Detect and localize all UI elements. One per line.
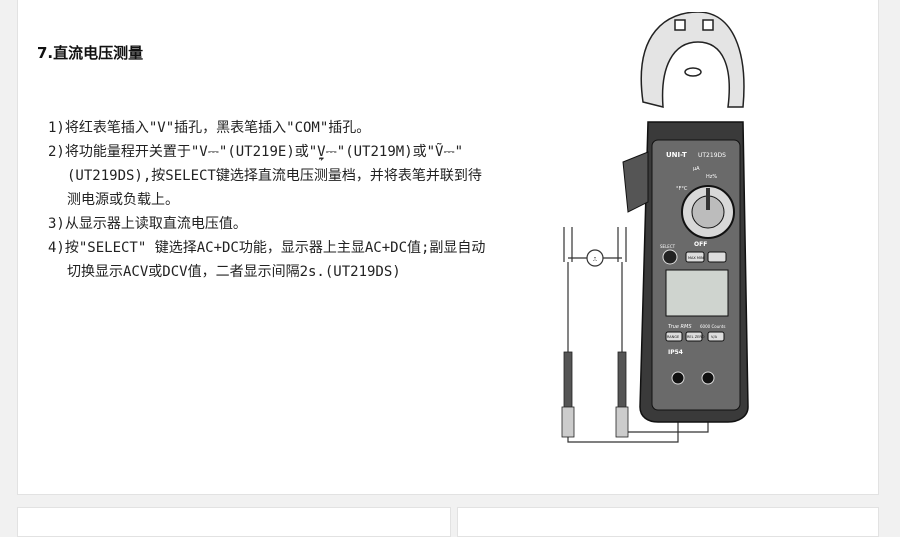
load-symbol — [586, 249, 604, 267]
bottom-right-card — [457, 507, 879, 537]
left-probe — [561, 351, 575, 438]
maxmin-button[interactable] — [685, 251, 705, 263]
step-4: 4)按"SELECT" 键选择AC+DC功能，显示器上主显AC+DC值;副显自动… — [48, 240, 486, 280]
svg-text:True RMS: True RMS — [668, 324, 692, 330]
right-probe — [615, 351, 629, 438]
model-text: UT219DS — [698, 152, 726, 159]
svg-text:IP54: IP54 — [668, 349, 683, 356]
svg-text:6000 Counts: 6000 Counts — [700, 324, 725, 329]
svg-text:°F°C: °F°C — [676, 186, 688, 192]
brand-text: UNI-T — [666, 151, 687, 159]
range-button[interactable] — [665, 331, 683, 342]
svg-text:Hz%: Hz% — [706, 174, 717, 180]
svg-text:RANGE: RANGE — [667, 335, 679, 339]
svg-text:⎍: ⎍ — [593, 256, 598, 263]
select-button[interactable] — [662, 249, 678, 265]
svg-text:MAX MIN: MAX MIN — [688, 256, 704, 260]
clamp-meter-diagram: ⎍ UNI-T UT219DS Hz% °F°C μA OFF SELECT — [561, 12, 749, 443]
svg-text:μA: μA — [693, 166, 700, 172]
step-list: 1)将红表笔插入"V"插孔，黑表笔插入"COM"插孔。 2)将功能量程开关置于"… — [48, 116, 488, 284]
bottom-left-card — [17, 507, 451, 537]
step-2: 2)将功能量程开关置于"V⎓"(UT219E)或"V̰̤̩⎓"(UT219M)或… — [48, 144, 482, 208]
section-title: 7.直流电压测量 — [37, 44, 144, 62]
rel-button[interactable] — [685, 331, 703, 342]
svg-text:SELECT: SELECT — [660, 244, 676, 249]
clamp-jaws — [640, 12, 745, 108]
meter-body: UNI-T UT219DS Hz% °F°C μA OFF SELECT MAX… — [622, 121, 749, 423]
lcd-display — [665, 269, 729, 317]
step-1: 1)将红表笔插入"V"插孔，黑表笔插入"COM"插孔。 — [48, 120, 371, 136]
step-3: 3)从显示器上读取直流电压值。 — [48, 216, 247, 232]
va-button[interactable] — [707, 331, 725, 342]
svg-text:REL ZERO: REL ZERO — [687, 335, 705, 339]
svg-text:OFF: OFF — [694, 241, 707, 248]
svg-text:V/A: V/A — [711, 335, 718, 339]
